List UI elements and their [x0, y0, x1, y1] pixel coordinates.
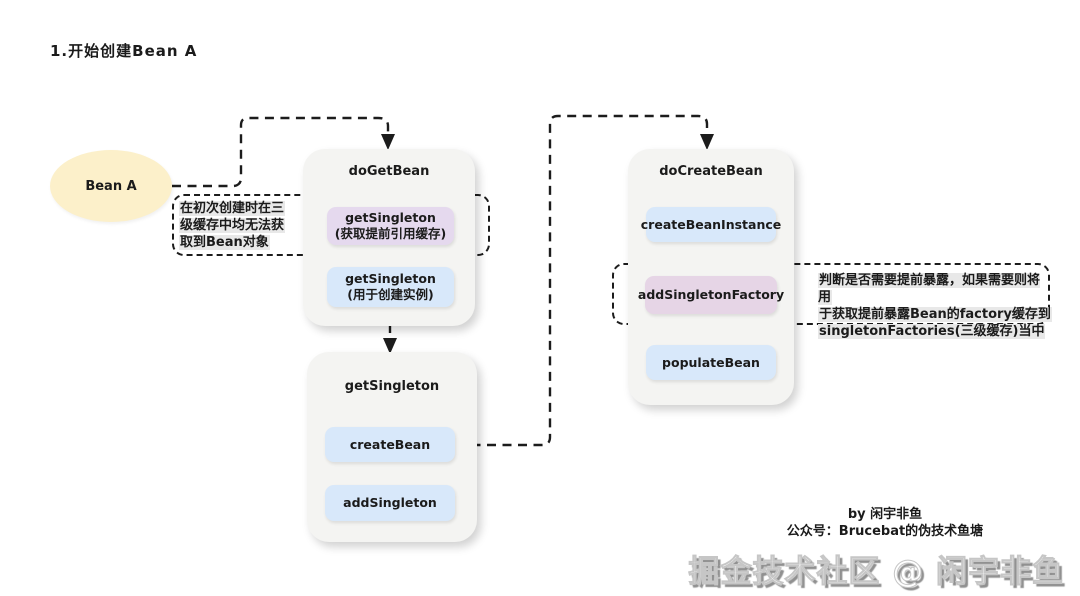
step-addsingleton: addSingleton	[325, 485, 455, 521]
step-label: getSingleton	[345, 210, 436, 225]
docreatebean-title: doCreateBean	[659, 164, 763, 179]
page-title: 1.开始创建Bean A	[50, 42, 198, 60]
arrowhead-docreatebean	[700, 134, 714, 150]
note-line: 取到Bean对象	[179, 235, 270, 250]
step-getsingleton-create-instance: getSingleton (用于创建实例)	[327, 267, 454, 307]
step-createbeaninstance: createBeanInstance	[641, 207, 781, 242]
step-label: populateBean	[662, 354, 760, 370]
step-sublabel: (用于创建实例)	[347, 287, 434, 302]
byline: by 闲宇非鱼	[847, 507, 923, 522]
watermark: 掘金技术社区 @ 闲宇非鱼	[688, 554, 1064, 591]
node-dogetbean: doGetBean getSingleton (获取提前引用缓存) getSin…	[303, 149, 475, 326]
account-line: 公众号：Brucebat的伪技术鱼塘	[786, 523, 984, 539]
note-line: 判断是否需要提前暴露，如果需要则将用	[818, 273, 1041, 305]
arrowhead-dogetbean	[381, 134, 395, 150]
step-label: addSingletonFactory	[637, 287, 785, 302]
step-label: getSingleton	[345, 271, 436, 286]
note-line: 在初次创建时在三	[179, 201, 286, 216]
left-annotation-note: 在初次创建时在三 级缓存中均无法获 取到Bean对象	[179, 200, 309, 251]
note-line: 级缓存中均无法获	[179, 218, 286, 233]
step-label: addSingleton	[343, 495, 437, 510]
note-line: 于获取提前暴露Bean的factory缓存到	[818, 307, 1052, 322]
step-addsingletonfactory: addSingletonFactory	[638, 276, 784, 314]
node-docreatebean: doCreateBean createBeanInstance addSingl…	[628, 149, 794, 405]
note-line: singletonFactories(三级缓存)当中	[818, 324, 1046, 339]
step-getsingleton-early-cache: getSingleton (获取提前引用缓存)	[327, 207, 454, 245]
right-annotation-note: 判断是否需要提前暴露，如果需要则将用 于获取提前暴露Bean的factory缓存…	[818, 272, 1053, 340]
dogetbean-title: doGetBean	[348, 164, 430, 179]
step-populatebean: populateBean	[646, 345, 776, 380]
node-getsingleton: getSingleton createBean addSingleton	[307, 352, 477, 542]
step-label: createBean	[349, 436, 431, 452]
credits: by 闲宇非鱼 公众号：Brucebat的伪技术鱼塘	[735, 507, 1035, 540]
step-label: createBeanInstance	[640, 216, 782, 232]
step-createbean: createBean	[325, 427, 455, 462]
bean-a-label: Bean A	[85, 178, 137, 194]
step-sublabel: (获取提前引用缓存)	[334, 226, 447, 241]
node-bean-a: Bean A	[50, 150, 172, 222]
getsingleton-title: getSingleton	[344, 379, 440, 394]
